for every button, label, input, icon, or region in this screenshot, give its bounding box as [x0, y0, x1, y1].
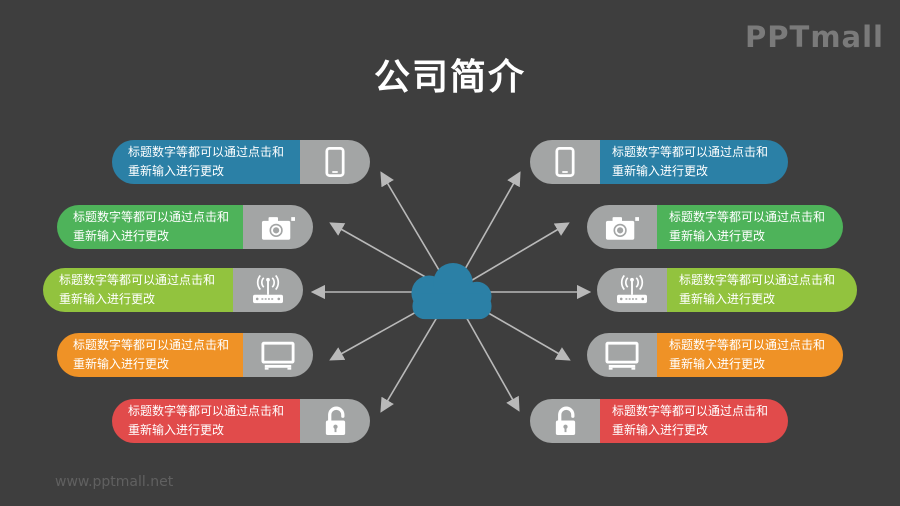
info-pill-right-padlock[interactable]: 标题数字等都可以通过点击和重新输入进行更改 — [530, 399, 788, 443]
page-title: 公司简介 — [373, 57, 526, 98]
pptmall-logo: PPTmall — [745, 20, 884, 54]
smartphone-icon — [530, 140, 600, 184]
pill-label: 标题数字等都可以通过点击和重新输入进行更改 — [600, 140, 788, 184]
cloud-icon — [411, 263, 492, 320]
info-pill-left-monitor[interactable]: 标题数字等都可以通过点击和重新输入进行更改 — [57, 333, 313, 377]
info-pill-left-padlock[interactable]: 标题数字等都可以通过点击和重新输入进行更改 — [112, 399, 370, 443]
pill-label: 标题数字等都可以通过点击和重新输入进行更改 — [57, 333, 243, 377]
info-pill-right-monitor[interactable]: 标题数字等都可以通过点击和重新输入进行更改 — [587, 333, 843, 377]
pill-label: 标题数字等都可以通过点击和重新输入进行更改 — [112, 399, 300, 443]
pill-label: 标题数字等都可以通过点击和重新输入进行更改 — [112, 140, 300, 184]
pill-label: 标题数字等都可以通过点击和重新输入进行更改 — [657, 205, 843, 249]
info-pill-right-smartphone[interactable]: 标题数字等都可以通过点击和重新输入进行更改 — [530, 140, 788, 184]
monitor-icon — [243, 333, 313, 377]
padlock-icon — [530, 399, 600, 443]
info-pill-right-wifi-router[interactable]: 标题数字等都可以通过点击和重新输入进行更改 — [597, 268, 857, 312]
pill-label: 标题数字等都可以通过点击和重新输入进行更改 — [43, 268, 233, 312]
info-pill-left-camera[interactable]: 标题数字等都可以通过点击和重新输入进行更改 — [57, 205, 313, 249]
camera-icon — [587, 205, 657, 249]
pill-label: 标题数字等都可以通过点击和重新输入进行更改 — [667, 268, 857, 312]
info-pill-right-camera[interactable]: 标题数字等都可以通过点击和重新输入进行更改 — [587, 205, 843, 249]
monitor-icon — [587, 333, 657, 377]
info-pill-left-wifi-router[interactable]: 标题数字等都可以通过点击和重新输入进行更改 — [43, 268, 303, 312]
pill-label: 标题数字等都可以通过点击和重新输入进行更改 — [57, 205, 243, 249]
info-pill-left-smartphone[interactable]: 标题数字等都可以通过点击和重新输入进行更改 — [112, 140, 370, 184]
padlock-icon — [300, 399, 370, 443]
wifi-router-icon — [597, 268, 667, 312]
wifi-router-icon — [233, 268, 303, 312]
camera-icon — [243, 205, 313, 249]
pill-label: 标题数字等都可以通过点击和重新输入进行更改 — [657, 333, 843, 377]
smartphone-icon — [300, 140, 370, 184]
pill-label: 标题数字等都可以通过点击和重新输入进行更改 — [600, 399, 788, 443]
watermark-url: www.pptmall.net — [55, 474, 174, 490]
